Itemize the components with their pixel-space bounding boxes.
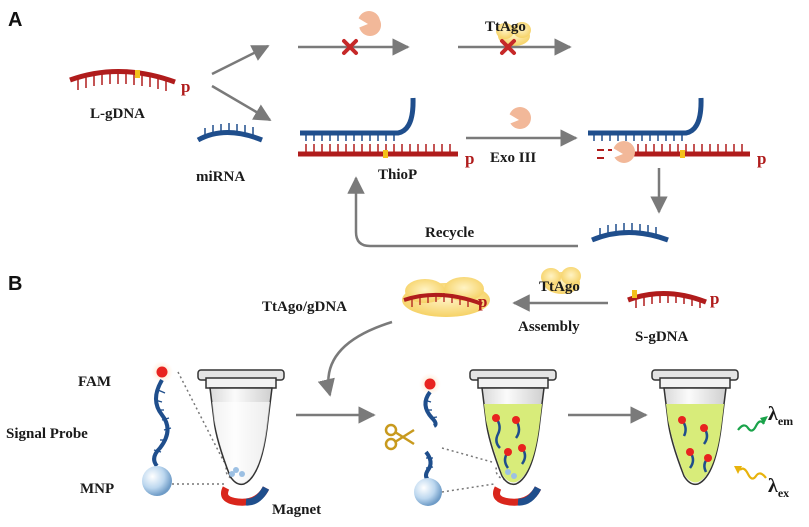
thiop-label: ThioP <box>378 167 417 183</box>
exo-iii-icon-mid <box>509 107 531 129</box>
arrow-complex-to-tube <box>317 320 393 397</box>
exo-iii-label: Exo III <box>490 150 536 166</box>
s-gdna-label: S-gDNA <box>635 329 689 345</box>
scissors-icon <box>384 423 415 451</box>
tube-2-icon <box>469 369 557 486</box>
lambda-em: λem <box>768 403 793 428</box>
fam-fluorophore-icon <box>151 361 173 383</box>
complex-p: p <box>478 292 487 311</box>
tube-3-icon <box>651 369 739 486</box>
cleaved-probe-fragment <box>423 390 438 428</box>
ttago-icon-assembly <box>541 267 581 294</box>
digested-p: p <box>757 149 766 168</box>
arrow-down-branch <box>211 84 272 122</box>
l-gdna-label: L-gDNA <box>90 106 145 122</box>
ttago-gdna-label: TtAgo/gDNA <box>262 299 347 315</box>
mnp-label: MNP <box>80 481 114 497</box>
arrow-up-branch <box>211 44 270 76</box>
mnp-bead-icon <box>142 466 172 496</box>
l-gdna-p: p <box>181 77 190 96</box>
s-gdna-strand <box>627 290 707 308</box>
recycle-label: Recycle <box>425 225 474 241</box>
ex-subscript: ex <box>778 486 789 500</box>
fam-label: FAM <box>78 374 111 390</box>
signal-probe-strand <box>152 378 172 468</box>
mirna-label: miRNA <box>196 169 245 185</box>
emission-wave-icon <box>737 416 768 432</box>
duplex-hybrid <box>298 97 458 158</box>
blocked-x-icon-2 <box>500 39 516 55</box>
ttago-label-assembly: TtAgo <box>539 279 580 295</box>
ttago-label-top: TtAgo <box>485 19 526 35</box>
l-gdna-strand <box>69 68 176 91</box>
fam-fluorophore-icon-cleaved <box>419 373 441 395</box>
bead-bound-probe-remainder <box>414 450 442 506</box>
lambda-em-symbol: λ <box>768 403 778 425</box>
mirna-strand <box>196 123 263 143</box>
assembly-label: Assembly <box>518 319 580 335</box>
ttago-icon-top <box>496 22 531 46</box>
magnet-icon-2 <box>493 486 542 506</box>
ttago-gdna-complex <box>402 277 490 317</box>
lambda-ex: λex <box>768 475 789 500</box>
duplex-p: p <box>465 149 474 168</box>
s-gdna-p: p <box>710 289 719 308</box>
magnet-label: Magnet <box>272 502 321 518</box>
panel-a-label: A <box>8 9 22 31</box>
released-mirna <box>591 223 669 243</box>
excitation-wave-icon <box>734 466 767 480</box>
recycle-arrow <box>347 176 578 248</box>
signal-probe-label: Signal Probe <box>6 426 88 442</box>
tube-1-icon <box>197 369 285 486</box>
exo-iii-icon-top <box>358 11 382 36</box>
lambda-ex-symbol: λ <box>768 475 778 497</box>
digested-duplex <box>588 97 750 163</box>
em-subscript: em <box>778 414 793 428</box>
panel-b-label: B <box>8 273 22 295</box>
blocked-x-icon-1 <box>342 39 358 55</box>
magnet-icon <box>221 486 270 506</box>
